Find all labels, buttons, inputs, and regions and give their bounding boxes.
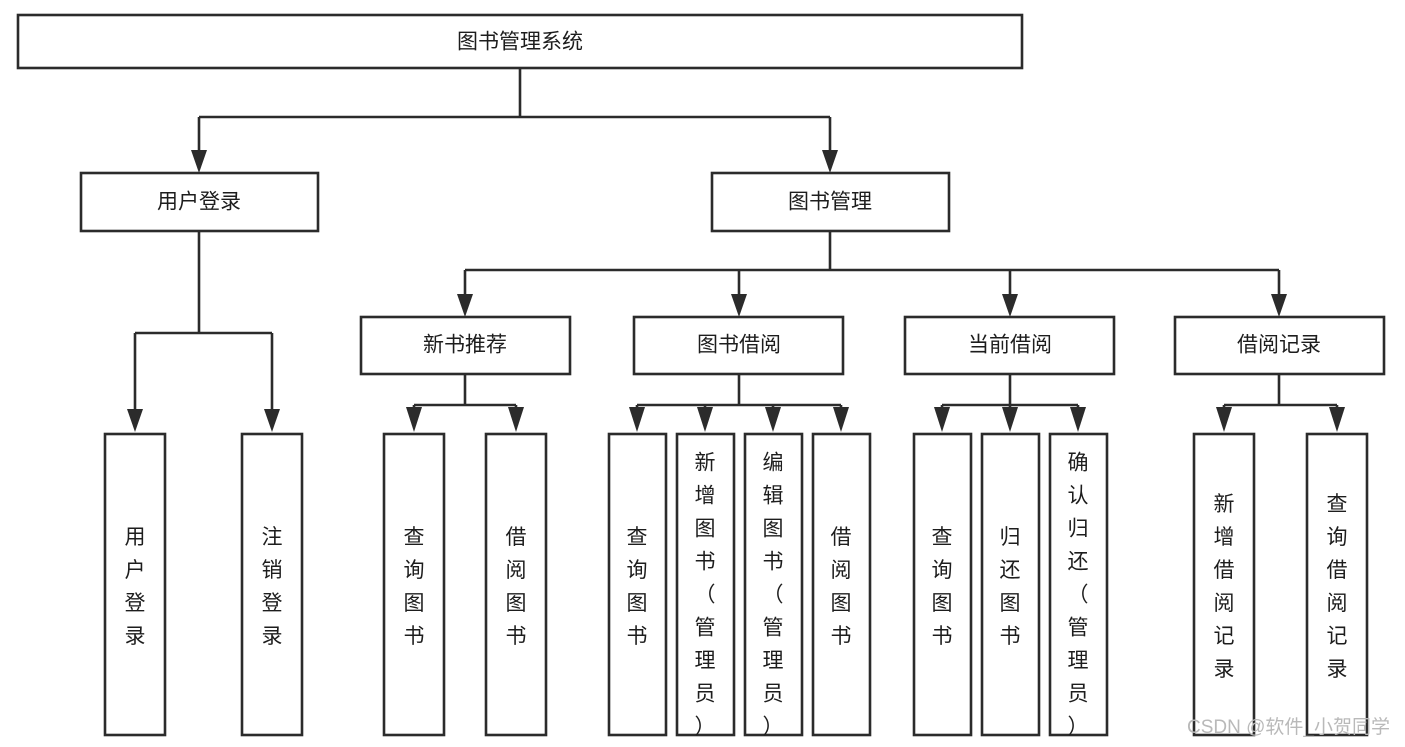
leaf-node-borrow-book-1[interactable]: 借阅图书: [484, 432, 548, 737]
leaf-query-book-1-label: 查询图书: [404, 526, 425, 648]
node-book-manage[interactable]: 图书管理: [710, 171, 951, 233]
leaf-add-book-label: 新增图书（管理员）: [695, 452, 716, 739]
node-new-book-rec[interactable]: 新书推荐: [359, 315, 572, 376]
arrow-head-leaf-return-book: [1002, 407, 1018, 432]
node-root-label: 图书管理系统: [457, 31, 583, 54]
leaf-user-logout-box[interactable]: [240, 432, 304, 737]
leaf-node-user-logout[interactable]: 注销登录: [240, 432, 304, 737]
node-book-borrow-box[interactable]: [632, 315, 845, 376]
leaf-user-login-label: 用户登录: [125, 526, 146, 648]
node-current-borrow-label: 当前借阅: [968, 334, 1052, 357]
leaf-return-book-box[interactable]: [980, 432, 1041, 737]
arrow-head-leaf-query-book-2: [629, 407, 645, 432]
leaf-node-confirm-return[interactable]: 确认归还（管理员）: [1048, 432, 1109, 739]
arrow-head-leaf-edit-book: [765, 407, 781, 432]
leaf-user-login-box[interactable]: [103, 432, 167, 737]
node-new-book-rec-label: 新书推荐: [423, 334, 507, 357]
leaf-node-borrow-book-2[interactable]: 借阅图书: [811, 432, 872, 737]
leaf-borrow-book-2-box[interactable]: [811, 432, 872, 737]
leaf-user-logout-label: 注销登录: [262, 526, 283, 648]
leaf-add-book-box[interactable]: [675, 432, 736, 737]
leaf-query-book-3-label: 查询图书: [932, 526, 953, 648]
leaf-confirm-return-label: 确认归还（管理员）: [1068, 452, 1089, 739]
leaf-edit-book-label: 编辑图书（管理员）: [763, 452, 784, 739]
arrow-head-book-manage: [822, 150, 838, 173]
leaf-add-record-box[interactable]: [1192, 432, 1256, 737]
leaf-return-book-label: 归还图书: [1000, 526, 1021, 648]
connector-group-root: [191, 68, 838, 173]
connector-group-borrow-record: [1216, 374, 1345, 432]
arrow-head-leaf-borrow-book-2: [833, 407, 849, 432]
leaf-edit-book-box[interactable]: [743, 432, 804, 737]
node-book-borrow-label: 图书借阅: [697, 334, 781, 357]
arrow-head-new-book-rec: [457, 294, 473, 317]
arrow-head-book-borrow: [731, 294, 747, 317]
node-root[interactable]: 图书管理系统: [16, 13, 1024, 70]
leaf-query-record-label: 查询借阅记录: [1327, 493, 1348, 681]
leaf-node-query-book-1[interactable]: 查询图书: [382, 432, 446, 737]
csdn-watermark: CSDN @软件_小贺同学: [1187, 716, 1390, 738]
leaf-confirm-return-box[interactable]: [1048, 432, 1109, 737]
leaf-node-query-record[interactable]: 查询借阅记录: [1305, 432, 1369, 737]
connector-group-book-borrow: [629, 374, 849, 432]
leaf-borrow-book-2-label: 借阅图书: [831, 526, 852, 648]
arrow-head-leaf-user-logout: [264, 409, 280, 432]
leaf-node-add-record[interactable]: 新增借阅记录: [1192, 432, 1256, 737]
arrow-head-user-login: [191, 150, 207, 173]
node-book-manage-label: 图书管理: [788, 191, 872, 214]
leaf-borrow-book-1-box[interactable]: [484, 432, 548, 737]
connector-group-current-borrow: [934, 374, 1086, 432]
leaf-node-query-book-2[interactable]: 查询图书: [607, 432, 668, 737]
leaf-query-book-2-label: 查询图书: [627, 526, 648, 648]
arrow-head-leaf-user-login: [127, 409, 143, 432]
connector-group-book-manage: [457, 231, 1287, 317]
node-current-borrow-box[interactable]: [903, 315, 1116, 376]
leaf-node-return-book[interactable]: 归还图书: [980, 432, 1041, 737]
leaf-add-record-label: 新增借阅记录: [1214, 493, 1235, 681]
arrow-head-leaf-add-book: [697, 407, 713, 432]
leaf-query-book-2-box[interactable]: [607, 432, 668, 737]
arrow-head-leaf-query-book-3: [934, 407, 950, 432]
leaf-node-edit-book[interactable]: 编辑图书（管理员）: [743, 432, 804, 739]
node-new-book-rec-box[interactable]: [359, 315, 572, 376]
arrow-head-current-borrow: [1002, 294, 1018, 317]
node-borrow-record-label: 借阅记录: [1237, 334, 1321, 357]
leaf-node-add-book[interactable]: 新增图书（管理员）: [675, 432, 736, 739]
arrow-head-leaf-query-record: [1329, 407, 1345, 432]
node-user-login-box[interactable]: [79, 171, 320, 233]
node-user-login[interactable]: 用户登录: [79, 171, 320, 233]
node-borrow-record-box[interactable]: [1173, 315, 1386, 376]
node-user-login-label: 用户登录: [157, 191, 241, 214]
arrow-head-leaf-query-book-1: [406, 407, 422, 432]
leaf-borrow-book-1-label: 借阅图书: [506, 526, 527, 648]
leaf-node-user-login[interactable]: 用户登录: [103, 432, 167, 737]
leaf-node-query-book-3[interactable]: 查询图书: [912, 432, 973, 737]
node-borrow-record[interactable]: 借阅记录: [1173, 315, 1386, 376]
node-current-borrow[interactable]: 当前借阅: [903, 315, 1116, 376]
arrow-head-leaf-confirm-return: [1070, 407, 1086, 432]
arrow-head-leaf-borrow-book-1: [508, 407, 524, 432]
node-book-manage-box[interactable]: [710, 171, 951, 233]
arrow-head-leaf-add-record: [1216, 407, 1232, 432]
connector-group-new-book-rec: [406, 374, 524, 432]
node-root-box[interactable]: [16, 13, 1024, 70]
leaf-query-record-box[interactable]: [1305, 432, 1369, 737]
node-book-borrow[interactable]: 图书借阅: [632, 315, 845, 376]
connector-group-user-login: [127, 231, 280, 432]
leaf-query-book-3-box[interactable]: [912, 432, 973, 737]
arrow-head-borrow-record: [1271, 294, 1287, 317]
leaf-query-book-1-box[interactable]: [382, 432, 446, 737]
